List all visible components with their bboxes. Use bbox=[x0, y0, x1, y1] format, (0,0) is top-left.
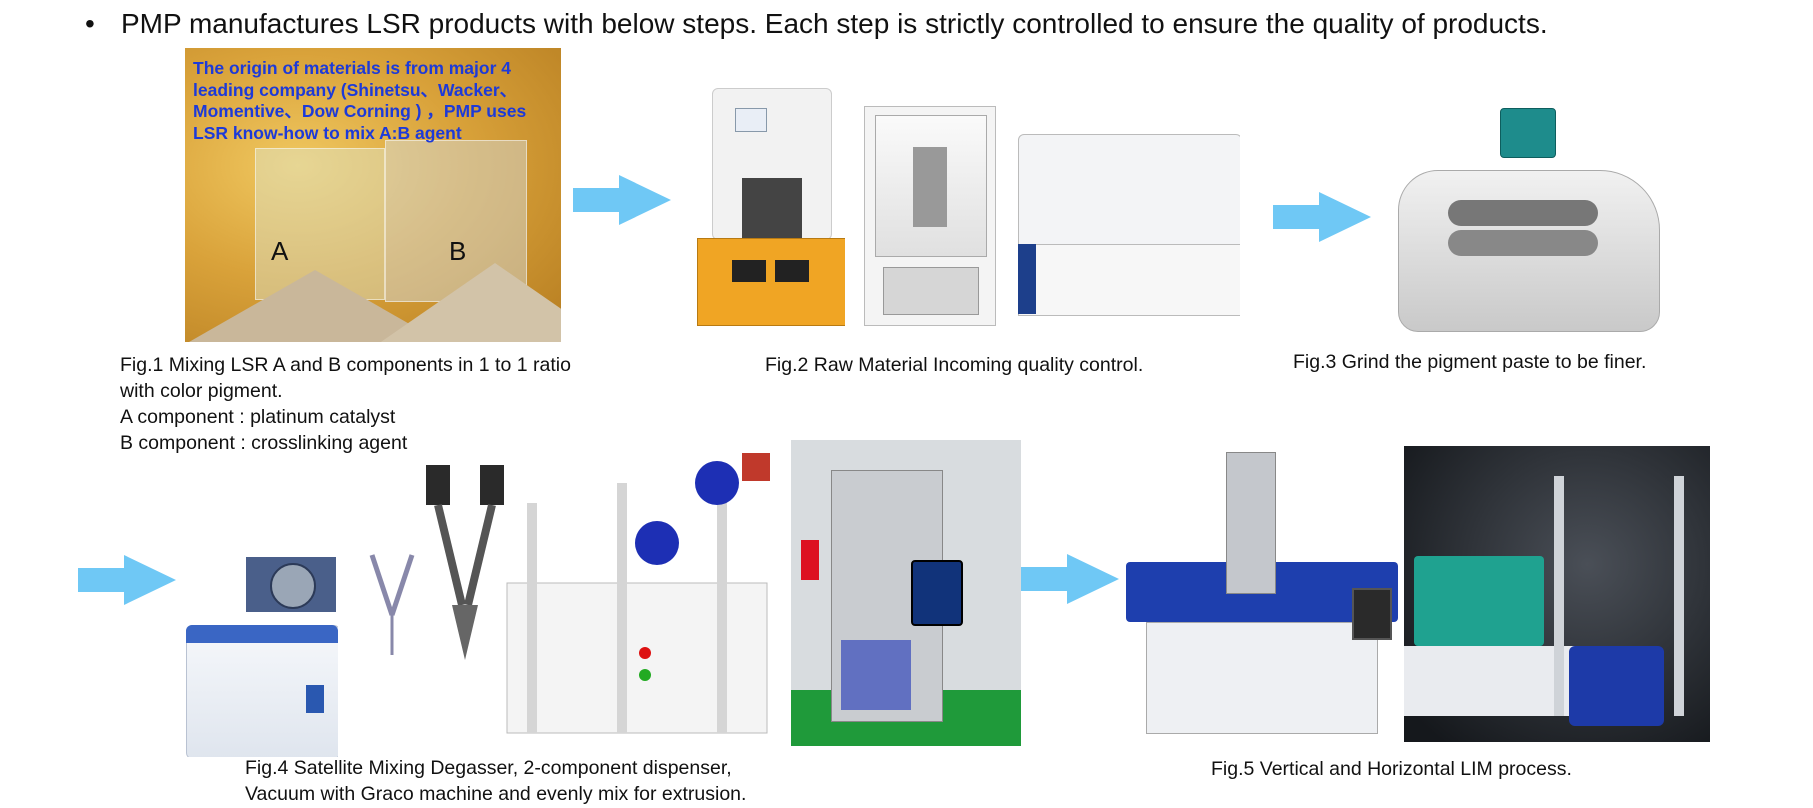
flow-arrow-icon bbox=[78, 555, 176, 605]
horizontal-lim-green-unit bbox=[1414, 556, 1544, 646]
horizontal-lim-machine-image bbox=[1404, 446, 1710, 742]
rheometer-chamber bbox=[742, 178, 802, 238]
graco-tank bbox=[841, 640, 911, 710]
degasser-top-stripe bbox=[186, 625, 338, 643]
component-a-label: A bbox=[271, 236, 289, 266]
horizontal-lim-post-right bbox=[1674, 476, 1684, 716]
fig1-caption-line: with color pigment. bbox=[120, 380, 283, 402]
horizontal-lim-drum bbox=[1569, 646, 1664, 726]
flow-arrow-icon bbox=[573, 175, 671, 225]
fig3-caption: Fig.3 Grind the pigment paste to be fine… bbox=[1293, 351, 1647, 373]
dispenser-drawing bbox=[369, 465, 504, 660]
fig4-caption-line: Fig.4 Satellite Mixing Degasser, 2-compo… bbox=[245, 757, 732, 779]
degasser-button-icon bbox=[306, 685, 324, 713]
fig1-caption-line: Fig.1 Mixing LSR A and B components in 1… bbox=[120, 354, 571, 376]
fig5-caption: Fig.5 Vertical and Horizontal LIM proces… bbox=[1211, 758, 1572, 780]
vertical-lim-column bbox=[1226, 452, 1276, 594]
analyzer-image bbox=[1018, 134, 1240, 320]
fig1-caption: Fig.1 Mixing LSR A and B components in 1… bbox=[120, 352, 571, 456]
graco-tag bbox=[801, 540, 819, 580]
fig2-caption: Fig.2 Raw Material Incoming quality cont… bbox=[765, 354, 1144, 376]
balance-display-icon bbox=[883, 267, 979, 315]
display-left-icon bbox=[732, 260, 766, 282]
rheometer-base bbox=[697, 238, 845, 326]
fig1-note: The origin of materials is from major 4 … bbox=[193, 58, 527, 143]
sand-pile-right bbox=[365, 263, 561, 342]
mill-roller-1 bbox=[1448, 200, 1598, 226]
fig1-caption-line: B component : crosslinking agent bbox=[120, 432, 408, 454]
header-bullet: • bbox=[85, 8, 95, 39]
rheometer-logo-icon bbox=[735, 108, 767, 132]
header-text: PMP manufactures LSR products with below… bbox=[121, 8, 1548, 39]
graco-screen-icon bbox=[911, 560, 963, 626]
balance-image bbox=[864, 106, 996, 326]
vertical-lim-machine-image bbox=[1126, 442, 1398, 742]
vertical-lim-screen-icon bbox=[1352, 588, 1392, 640]
degasser-lid-icon bbox=[270, 563, 316, 609]
flow-arrow-icon bbox=[1273, 192, 1371, 242]
component-b-label: B bbox=[449, 236, 467, 266]
vacuum-system-svg bbox=[506, 453, 770, 734]
degasser-machine-image bbox=[186, 625, 338, 757]
vacuum-system-drawing bbox=[497, 443, 787, 740]
page-header: • PMP manufactures LSR products with belo… bbox=[85, 8, 1548, 40]
analyzer-side-stripe bbox=[1018, 244, 1036, 314]
mill-roller-2 bbox=[1448, 230, 1598, 256]
flow-arrow-icon bbox=[1021, 554, 1119, 604]
fig4-caption-line: Vacuum with Graco machine and evenly mix… bbox=[245, 783, 747, 805]
mill-control-panel-icon bbox=[1500, 108, 1556, 158]
analyzer-top bbox=[1018, 134, 1240, 246]
horizontal-lim-post-left bbox=[1554, 476, 1564, 716]
fig4-caption: Fig.4 Satellite Mixing Degasser, 2-compo… bbox=[245, 755, 746, 807]
dispenser-image bbox=[352, 455, 512, 665]
degasser-lid-image bbox=[246, 557, 336, 612]
vertical-lim-base bbox=[1146, 622, 1378, 734]
analyzer-front bbox=[1018, 244, 1240, 316]
display-right-icon bbox=[775, 260, 809, 282]
three-roll-mill-image bbox=[1388, 100, 1668, 345]
fig1-mixing-image: The origin of materials is from major 4 … bbox=[185, 48, 561, 342]
graco-machine-image bbox=[791, 440, 1021, 746]
rheometer-image bbox=[697, 88, 845, 330]
fig1-caption-line: A component : platinum catalyst bbox=[120, 406, 396, 428]
balance-stand bbox=[913, 147, 947, 227]
